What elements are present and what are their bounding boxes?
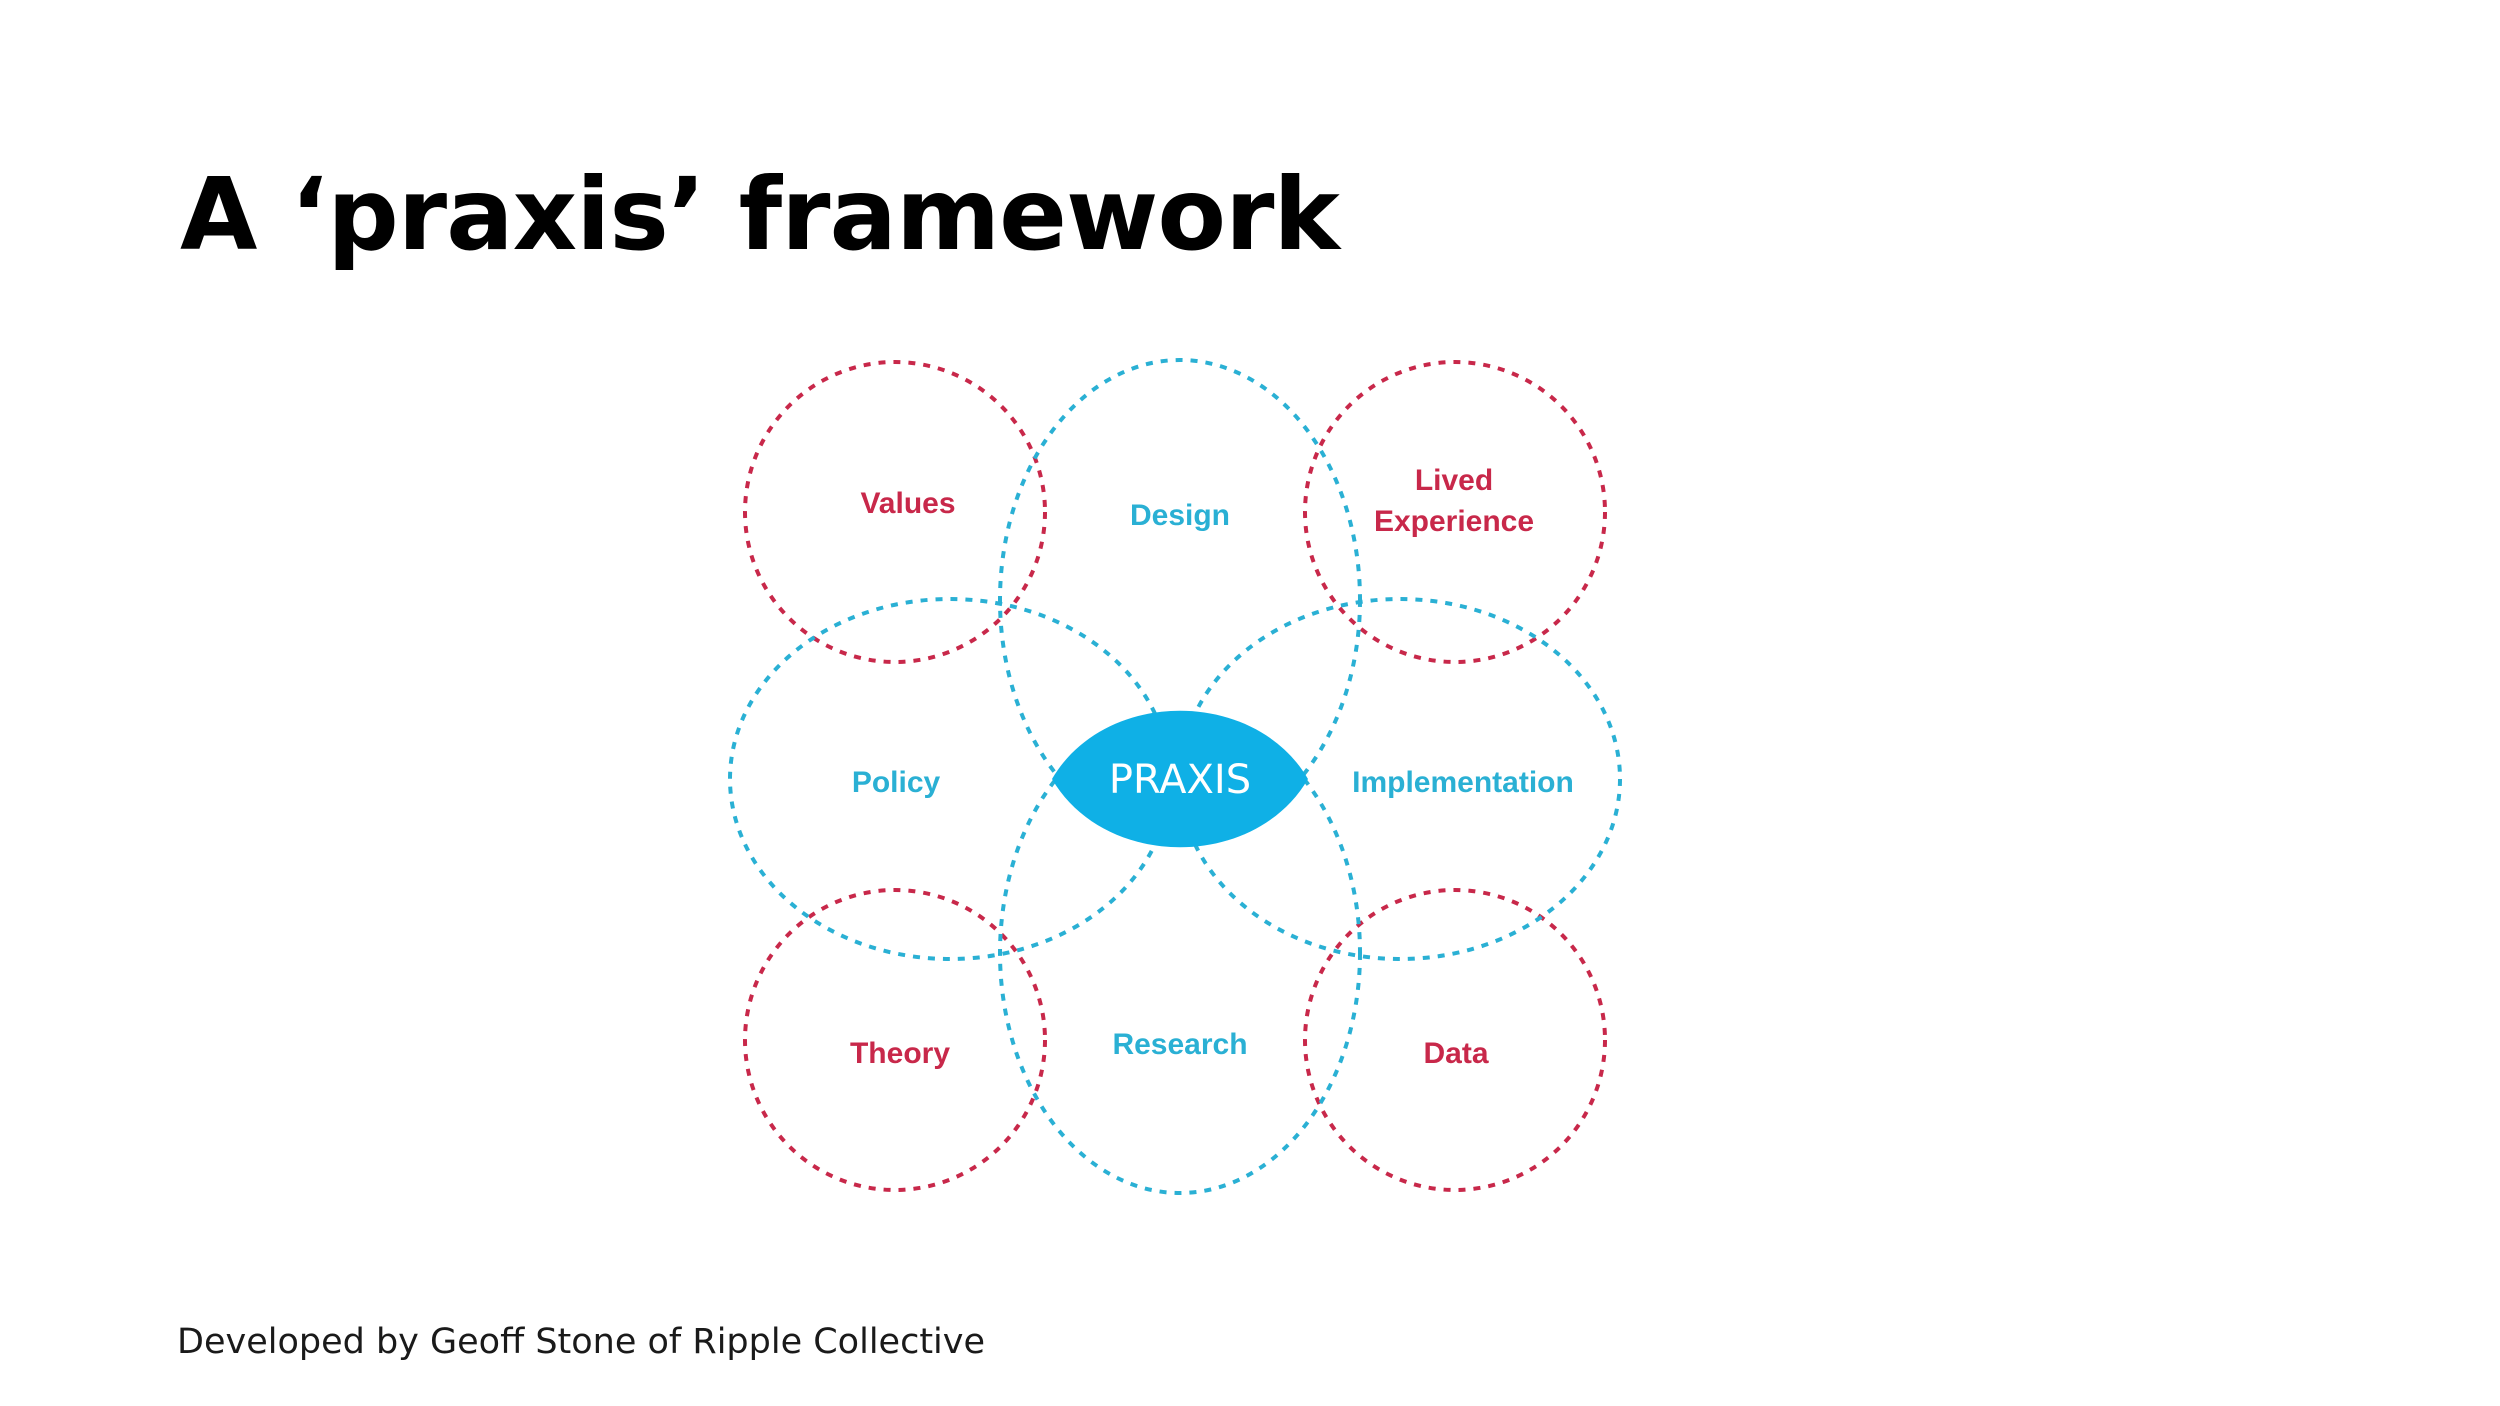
- implementation-label: Implementation: [1352, 766, 1574, 799]
- theory-circle: [743, 888, 1047, 1192]
- lived-experience-label-line1: Lived: [1415, 464, 1493, 497]
- footer-credit: Developed by Geoff Stone of Ripple Colle…: [177, 1322, 986, 1362]
- data-label: Data: [1423, 1037, 1488, 1070]
- theory-label: Theory: [850, 1037, 950, 1070]
- slide-title: A ‘praxis’ framework: [180, 156, 1340, 273]
- design-label: Design: [1130, 499, 1230, 532]
- praxis-label: PRAXIS: [1109, 757, 1251, 803]
- values-label: Values: [860, 487, 955, 520]
- research-label: Research: [1112, 1028, 1247, 1061]
- data-circle: [1303, 888, 1607, 1192]
- lived-experience-circle: [1303, 360, 1607, 664]
- lived-experience-label-line2: Experience: [1374, 505, 1534, 538]
- praxis-center-shape: [1052, 710, 1308, 848]
- values-circle: [743, 360, 1047, 664]
- implementation-ellipse: [1178, 597, 1622, 961]
- policy-label: Policy: [852, 766, 941, 799]
